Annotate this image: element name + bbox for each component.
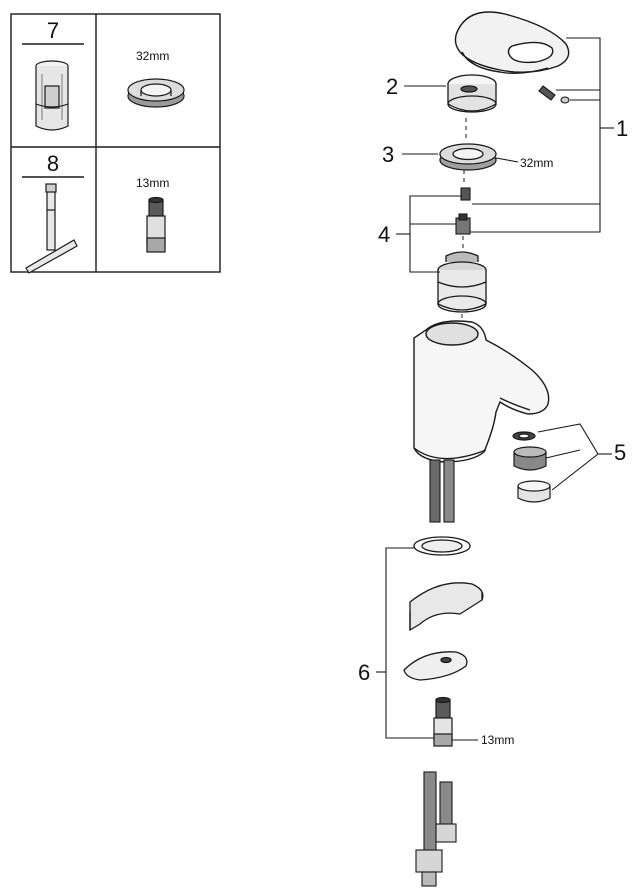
cartridge [437,251,487,313]
fixing-washer [409,582,484,632]
aerator-set [512,431,551,503]
table-row-8-dimension: 13mm [136,176,170,190]
ring-nut-icon [127,78,185,108]
table-row-7-number: 7 [46,18,60,43]
assembly-axis [461,118,467,322]
cover-cap [447,74,497,113]
callout-1: 1 [616,116,629,141]
ring-nut [439,143,497,171]
threaded-stud-icon [146,196,166,253]
cartridge-socket-icon [35,60,69,131]
callout-3: 3 [382,142,395,167]
base-gasket [413,536,471,556]
set-screw [538,85,570,104]
leader-lines [376,37,614,741]
spare-parts-table [10,13,221,273]
callout-4: 4 [378,222,391,247]
mounting-plate [403,651,468,681]
table-row-7-dimension: 32mm [136,49,170,63]
callout-2: 2 [386,74,399,99]
callout-5: 5 [614,440,627,465]
t-key-icon [25,183,78,274]
threaded-stud [433,696,453,747]
faucet-body [413,320,550,463]
stud-dimension-label: 13mm [481,733,515,747]
callout-6: 6 [358,660,371,685]
lever-handle [454,11,570,75]
supply-hoses [429,459,455,523]
flexible-hoses [415,771,457,887]
cartridge-screw [455,187,471,235]
table-row-8-number: 8 [46,151,60,176]
ring-nut-dimension-label: 32mm [520,156,554,170]
